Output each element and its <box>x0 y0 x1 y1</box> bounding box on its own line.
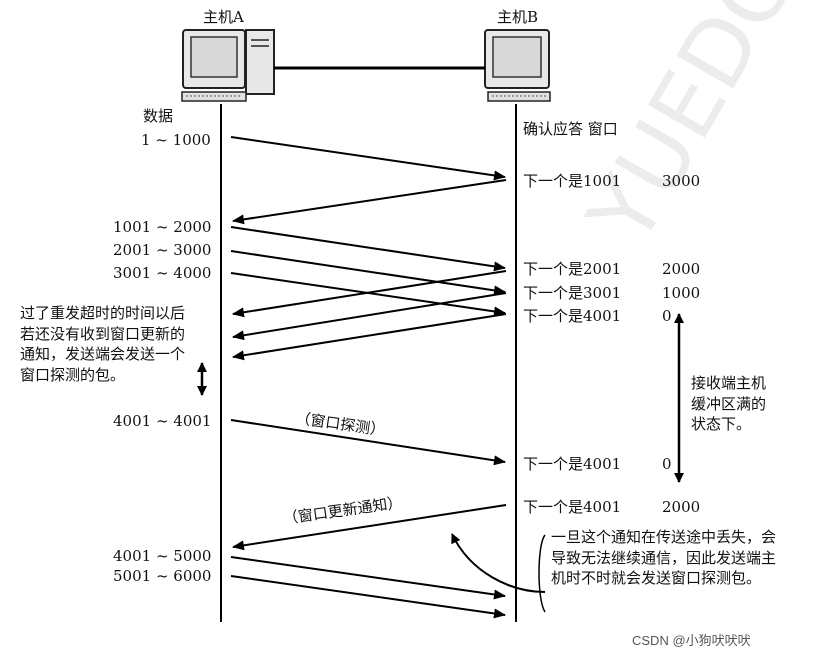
arrow-window-update <box>232 504 507 551</box>
sent-range-4: 3001 ~ 4000 <box>113 264 212 282</box>
arrow-ack-4001-zero <box>232 313 507 361</box>
arrow-data-1001-2000 <box>230 226 506 272</box>
csdn-watermark: CSDN @小狗吠吠吠 <box>632 633 751 648</box>
sent-range-2: 1001 ~ 2000 <box>113 218 212 236</box>
sent-range-6: 4001 ~ 5000 <box>113 547 212 565</box>
ack-text-2: 下一个是2001 <box>523 260 622 278</box>
arrow-window-probe <box>230 419 506 466</box>
arrow-data-1-1000 <box>230 136 506 181</box>
lost-notice-callout-arrow <box>451 533 546 593</box>
sent-range-5: 4001 ~ 4001 <box>113 412 212 430</box>
ack-window-3: 1000 <box>662 284 701 302</box>
arrow-ack-2001 <box>232 270 507 318</box>
ack-text-5: 下一个是4001 <box>523 455 622 473</box>
host-a-computer-icon <box>181 29 275 102</box>
arrow-data-4001-5000 <box>230 556 506 600</box>
ack-window-1: 3000 <box>662 172 701 190</box>
ack-window-6: 2000 <box>662 498 701 516</box>
sent-range-3: 2001 ~ 3000 <box>113 241 212 259</box>
arrow-data-2001-3000 <box>230 250 506 296</box>
lost-notice-note: 一旦这个通知在传送途中丢失，会导致无法继续通信，因此发送端主机时不时就会发送窗口… <box>551 528 777 587</box>
arrow-ack-1001 <box>232 179 507 225</box>
sent-range-7: 5001 ~ 6000 <box>113 567 212 585</box>
buffer-full-note: 接收端主机缓冲区满的状态下。 <box>691 374 767 433</box>
ack-text-1: 下一个是1001 <box>523 172 622 190</box>
sent-range-1: 1 ~ 1000 <box>141 131 211 149</box>
host-b-computer-icon <box>484 29 551 102</box>
timeout-note: 过了重发超时的时间以后若还没有收到窗口更新的通知，发送端会发送一个窗口探测的包。 <box>20 304 186 384</box>
ack-window-4: 0 <box>662 307 672 325</box>
ack-text-4: 下一个是4001 <box>523 307 622 325</box>
data-column-header: 数据 <box>143 107 174 125</box>
ack-text-6: 下一个是4001 <box>523 498 622 516</box>
host-b-label: 主机B <box>497 8 539 26</box>
ack-window-column-header: 确认应答 窗口 <box>523 120 618 138</box>
host-a-label: 主机A <box>203 8 244 26</box>
ack-window-5: 0 <box>662 455 672 473</box>
lost-notice-bracket <box>538 534 546 613</box>
ack-text-3: 下一个是3001 <box>523 284 622 302</box>
ack-window-2: 2000 <box>662 260 701 278</box>
arrow-data-5001-6000 <box>230 575 506 619</box>
arrow-ack-3001 <box>232 292 507 341</box>
